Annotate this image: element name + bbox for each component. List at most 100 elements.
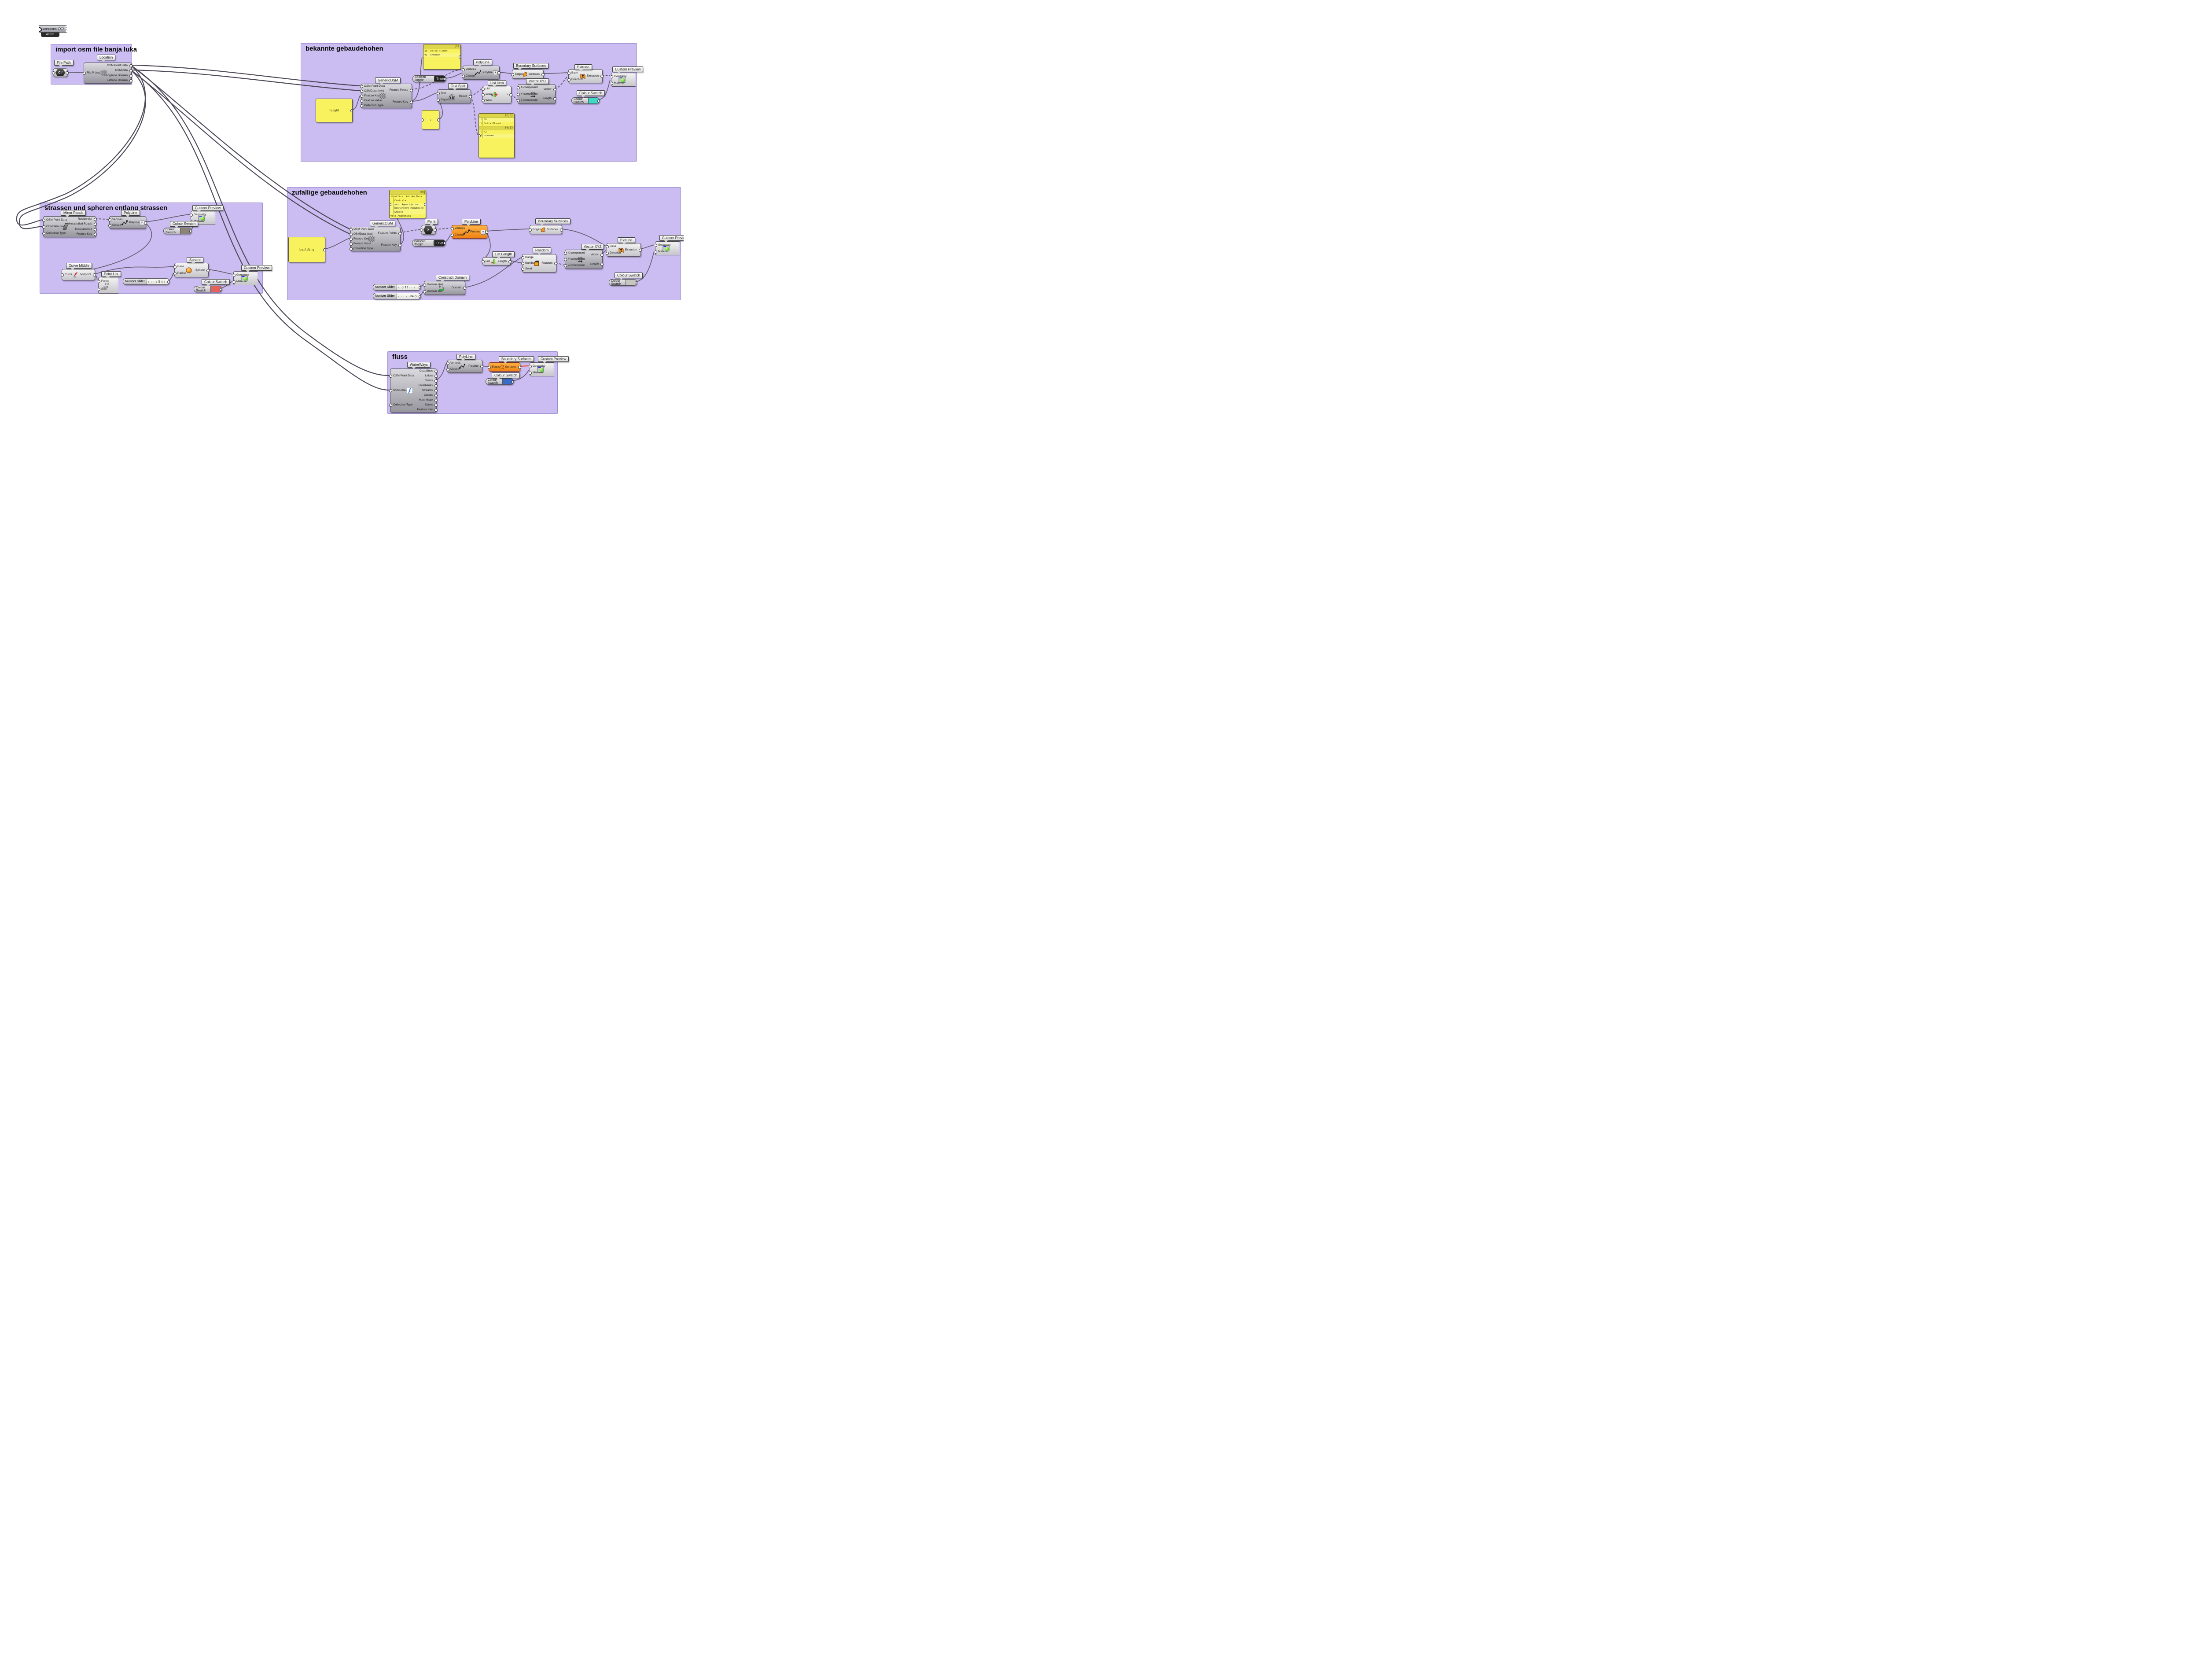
tip-polyline-c[interactable]: PolyLine — [121, 210, 140, 217]
slider-domain-start-out-port[interactable] — [419, 286, 420, 289]
tip-swatch-street[interactable]: Colour Swatch — [170, 221, 199, 228]
panel-addiko-scrollbar[interactable] — [424, 191, 425, 194]
boundary-bekannte-out-0-port[interactable] — [541, 73, 545, 76]
tip-genericosm-d[interactable]: GenericOSM — [370, 221, 396, 228]
swatch-gray-color[interactable] — [626, 280, 637, 285]
slider-sphere-radius-out-port[interactable] — [167, 280, 169, 284]
tip-vectorxyz-d[interactable]: Vector XYZ — [581, 244, 604, 251]
tip-boundary-d[interactable]: Boundary Surfaces — [535, 218, 571, 226]
swatch-teal-out-port[interactable] — [597, 99, 599, 103]
tip-textsplit[interactable]: Text Split — [448, 83, 468, 91]
polyline-strassen-in-1-port[interactable] — [108, 224, 111, 228]
swatch-street-out-port[interactable] — [189, 229, 191, 233]
extrude-zufallige-in-0-port[interactable] — [606, 245, 609, 249]
tip-polyline-f[interactable]: PolyLine — [456, 354, 475, 361]
list-item-out-0-port[interactable] — [509, 93, 512, 96]
slider-sphere-radius-value[interactable]: 5 ◇ — [158, 280, 164, 284]
tip-construct-domain[interactable]: Construct Domain — [436, 275, 470, 282]
point-node-in-port[interactable] — [420, 228, 423, 232]
text-split-out-0-port[interactable] — [469, 95, 472, 98]
import-osm-node-out-2-port[interactable] — [129, 74, 133, 77]
tip-swatch-gray[interactable]: Colour Swatch — [615, 273, 643, 280]
vector-xyz-bekannte-out-1-port[interactable] — [553, 97, 556, 101]
random-out-0-port[interactable] — [554, 262, 557, 265]
extrude-bekannte-in-1-port[interactable] — [567, 78, 570, 81]
curve-middle-out-0-port[interactable] — [93, 273, 96, 276]
vector-xyz-bekannte-in-2-port[interactable] — [517, 99, 520, 102]
point-node-out-port[interactable] — [434, 228, 437, 232]
slider-domain-end-value[interactable]: 34 ◇ — [410, 294, 418, 298]
genericosm-zufallige-in-4-port[interactable] — [350, 247, 353, 251]
file-path-node-out-port[interactable] — [66, 71, 69, 74]
sphere-out-0-port[interactable] — [206, 269, 210, 272]
tip-preview-b[interactable]: Custom Preview — [612, 66, 644, 74]
list-length-out-0-port[interactable] — [508, 260, 512, 263]
vector-xyz-zufallige-out-0-port[interactable] — [600, 253, 604, 257]
waterways-out-7-port[interactable] — [434, 403, 438, 407]
file-path-node[interactable]: C:/ — [52, 68, 69, 77]
polyline-fluss-in-1-port[interactable] — [446, 368, 449, 371]
tip-extrude-b[interactable]: Extrude — [574, 64, 592, 72]
slider-domain-start[interactable]: Number Slider◇ 12 — [373, 284, 421, 291]
tip-preview-c1[interactable]: Custom Preview — [192, 205, 224, 213]
genericosm-bekannte-in-1-port[interactable] — [360, 90, 363, 93]
genericosm-bekannte-in-2-port[interactable] — [360, 95, 363, 98]
toggle-bekannte-out-port[interactable] — [444, 77, 445, 81]
boundary-fluss-in-0-port[interactable] — [488, 365, 491, 369]
genericosm-bekannte-out-1-port[interactable] — [410, 100, 413, 104]
tip-boundary-b[interactable]: Boundary Surfaces — [513, 63, 549, 70]
tip-swatch-red[interactable]: Colour Swatch — [202, 279, 230, 287]
construct-domain-in-1-port[interactable] — [423, 290, 426, 293]
panel-addiko-out-port[interactable] — [424, 203, 426, 206]
extrude-bekannte-out-0-port[interactable] — [600, 75, 604, 78]
import-osm-node-out-0-port[interactable] — [129, 64, 133, 67]
waterways-out-8-port[interactable] — [434, 408, 438, 412]
tip-listitem[interactable]: List Item — [488, 80, 507, 88]
swatch-blue[interactable]: Colour Swatch — [486, 378, 514, 385]
tip-vectorxyz-b[interactable]: Vector XYZ — [526, 78, 549, 86]
minor-roads-out-0-port[interactable] — [94, 217, 97, 221]
exceptions-widget[interactable]: Exceptions Active — [39, 25, 67, 37]
vector-xyz-zufallige-in-1-port[interactable] — [564, 258, 567, 261]
panel-colon-in-port[interactable] — [422, 118, 424, 122]
panel-addiko-in-port[interactable] — [390, 203, 391, 206]
exceptions-port[interactable] — [37, 27, 42, 32]
panel-height[interactable]: height — [316, 99, 353, 122]
boundary-zufallige-out-0-port[interactable] — [560, 228, 563, 232]
swatch-teal[interactable]: Colour Swatch — [571, 97, 600, 104]
tip-listlength[interactable]: List Length — [492, 251, 515, 259]
polyline-fluss-out-0-port[interactable] — [480, 365, 483, 368]
panel-known-heights-out-port[interactable] — [459, 55, 460, 59]
tip-minor-roads[interactable]: Minor Roads — [61, 210, 86, 217]
slider-domain-start-track[interactable]: ◇ 12 — [397, 284, 420, 290]
genericosm-bekannte-in-3-port[interactable] — [360, 99, 363, 103]
polyline-bekannte-in-1-port[interactable] — [462, 74, 465, 78]
genericosm-zufallige-out-0-port[interactable] — [398, 232, 401, 235]
vector-xyz-zufallige-out-1-port[interactable] — [600, 262, 604, 266]
polyline-zufallige-in-0-port[interactable] — [451, 227, 454, 231]
curve-middle-in-0-port[interactable] — [61, 273, 64, 276]
vector-xyz-bekannte-in-0-port[interactable] — [517, 86, 520, 90]
tip-genericosm-b[interactable]: GenericOSM — [375, 77, 401, 85]
swatch-blue-color[interactable] — [502, 379, 513, 384]
slider-domain-end-out-port[interactable] — [419, 295, 420, 298]
panel-colon-out-port[interactable] — [437, 118, 439, 122]
polyline-bekannte-out-0-port[interactable] — [497, 71, 501, 74]
panel-building-out-port[interactable] — [323, 248, 325, 251]
tip-location[interactable]: Location — [97, 55, 116, 62]
